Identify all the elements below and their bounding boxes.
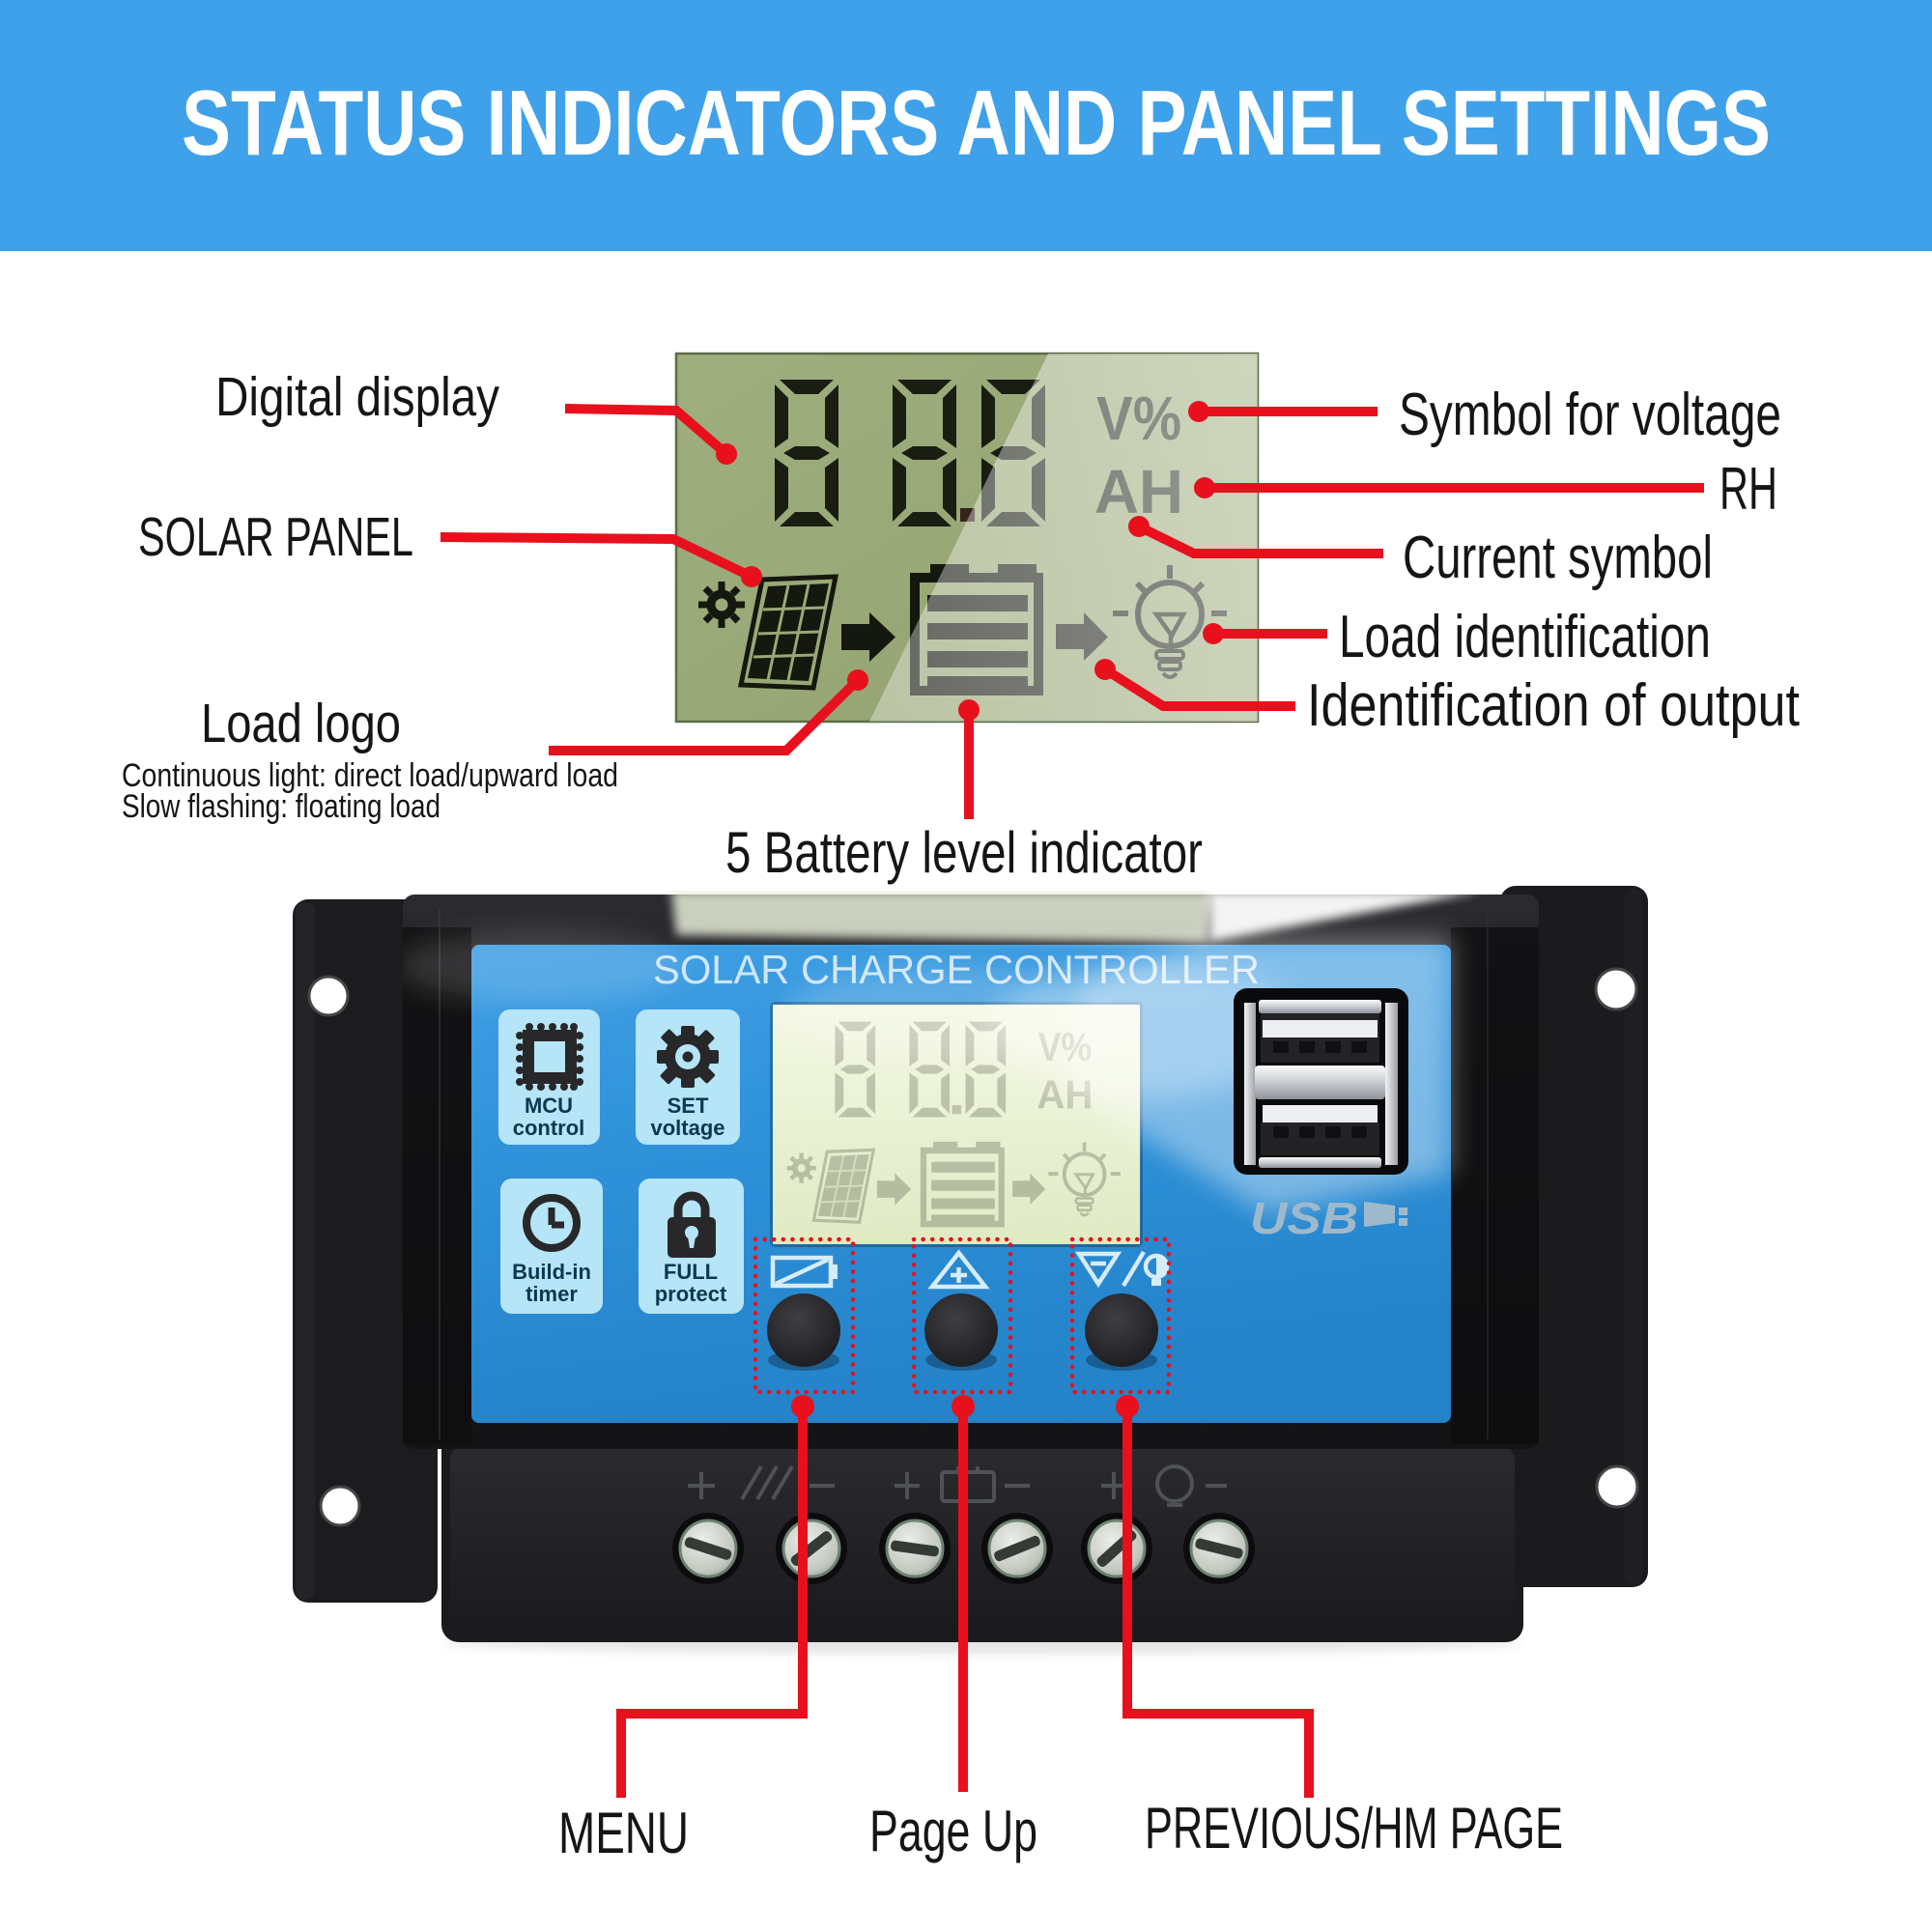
label-battery-level: 5 Battery level indicator: [725, 820, 1203, 885]
battery-slash-icon: [770, 1255, 838, 1289]
padlock-icon: [668, 1191, 716, 1258]
label-rh: RH: [1719, 456, 1777, 523]
mount-hole: [307, 975, 350, 1017]
mount-hole: [1595, 1464, 1639, 1509]
mount-hole: [319, 1485, 361, 1527]
triangle-minus-bulb-icon: [1074, 1250, 1170, 1289]
banner-title: STATUS INDICATORS AND PANEL SETTINGS: [182, 71, 1771, 175]
usb-port-bottom: [1259, 1105, 1381, 1168]
callout-lines: [440, 404, 1704, 1798]
solar-charge-controller-device: SOLAR CHARGE CONTROLLER MC: [293, 886, 1648, 1654]
banner: [0, 0, 1932, 251]
label-identification-of-output: Identification of output: [1307, 672, 1800, 739]
usb-logo-text: USB: [1250, 1193, 1358, 1243]
label-menu: MENU: [558, 1801, 689, 1865]
usb-logo: USB: [1250, 1193, 1407, 1243]
label-symbol-for-voltage: Symbol for voltage: [1399, 382, 1781, 448]
page-up-button: [924, 1293, 998, 1371]
label-load-logo-note-2: Slow flashing: floating load: [122, 788, 440, 825]
label-solar-panel: SOLAR PANEL: [138, 506, 413, 568]
usb-ports: USB: [1234, 988, 1408, 1243]
label-load-logo: Load logo: [201, 693, 401, 754]
callout-dots: [716, 401, 1224, 1418]
mount-hole: [1594, 967, 1638, 1011]
mcu-chip-icon: [516, 1023, 583, 1091]
terminal-block: [441, 1428, 1523, 1642]
label-page-up: Page Up: [869, 1799, 1037, 1863]
label-load-identification: Load identification: [1339, 604, 1711, 670]
gear-icon: [657, 1026, 719, 1088]
usb-rail: [1385, 1003, 1398, 1165]
label-digital-display: Digital display: [215, 366, 499, 428]
previous-hm-page-button: [1085, 1293, 1158, 1371]
label-previous-hm-page: PREVIOUS/HM PAGE: [1145, 1796, 1563, 1861]
menu-button: [767, 1293, 840, 1371]
button-highlight-boxes: [753, 1236, 1172, 1395]
mounting-ear-left: [293, 899, 438, 1603]
triangle-plus-icon: [927, 1249, 990, 1290]
usb-divider: [1255, 1065, 1385, 1099]
usb-rail: [1244, 1003, 1256, 1165]
label-load-logo-note-1: Continuous light: direct load/upward loa…: [122, 757, 618, 794]
clock-icon: [523, 1194, 581, 1252]
label-current-symbol: Current symbol: [1403, 525, 1713, 591]
terminal-screws: [672, 1513, 1255, 1584]
usb-plug-icon: [1364, 1202, 1395, 1227]
usb-port-top: [1259, 1000, 1381, 1063]
